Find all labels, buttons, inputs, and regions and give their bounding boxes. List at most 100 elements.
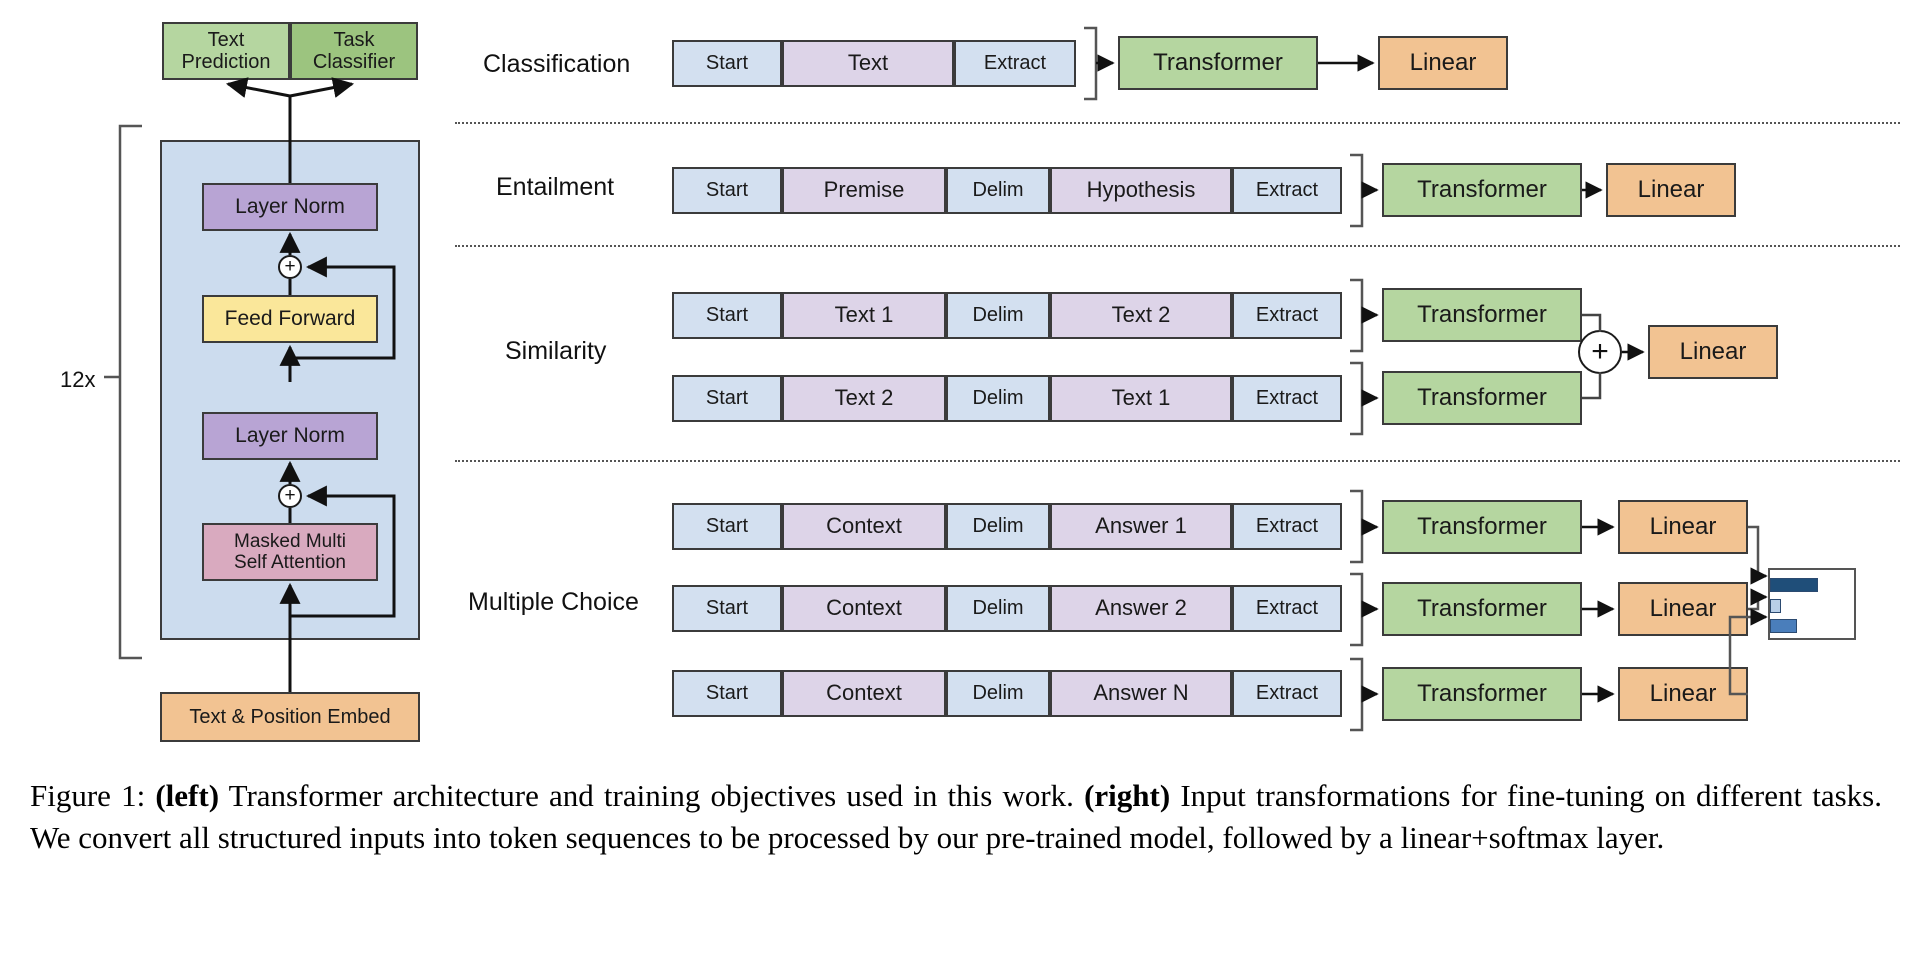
token-answer-2: Answer 2: [1050, 585, 1232, 632]
token-context: Context: [782, 670, 946, 717]
transformer-label: Transformer: [1417, 300, 1547, 328]
token-answer-1: Answer 1: [1050, 503, 1232, 550]
transformer-label: Transformer: [1417, 175, 1547, 203]
linear-entailment: Linear: [1606, 163, 1736, 217]
caption-bold-right: (right): [1084, 778, 1171, 813]
token-label: Text 2: [1111, 302, 1171, 328]
token-label: Start: [705, 52, 749, 75]
token-label: Extract: [1255, 597, 1319, 620]
plus-icon: +: [284, 256, 296, 277]
token-start: Start: [672, 40, 782, 87]
token-label: Text 1: [834, 302, 894, 328]
token-label: Context: [826, 595, 902, 621]
caption-part2: Input transformations for fine-tuning on…: [30, 778, 1882, 855]
token-label: Delim: [972, 179, 1024, 202]
token-answer-n: Answer N: [1050, 670, 1232, 717]
repeat-count-label: 12x: [60, 367, 96, 392]
token-start: Start: [672, 670, 782, 717]
token-premise: Premise: [782, 167, 946, 214]
linear-label: Linear: [1409, 48, 1477, 76]
token-delim: Delim: [946, 585, 1050, 632]
token-label: Text: [847, 50, 889, 76]
token-label: Delim: [972, 515, 1024, 538]
transformer-similarity-2: Transformer: [1382, 371, 1582, 425]
token-text-2: Text 2: [1050, 292, 1232, 339]
token-label: Hypothesis: [1086, 177, 1196, 203]
token-label: Start: [705, 515, 749, 538]
linear-label: Linear: [1649, 679, 1717, 707]
token-text: Text: [782, 40, 954, 87]
token-label: Extract: [1255, 304, 1319, 327]
block-feed-forward: Feed Forward: [202, 295, 378, 343]
section-divider-1: [455, 122, 1900, 124]
token-label: Answer 2: [1095, 595, 1187, 621]
token-delim: Delim: [946, 670, 1050, 717]
block-layer-norm-bottom-label: Layer Norm: [235, 424, 345, 448]
token-start: Start: [672, 503, 782, 550]
caption-prefix: Figure 1:: [30, 778, 146, 813]
block-feed-forward-label: Feed Forward: [224, 307, 356, 331]
plus-icon: +: [284, 485, 296, 506]
linear-choice-2: Linear: [1618, 582, 1748, 636]
transformer-entailment: Transformer: [1382, 163, 1582, 217]
block-layer-norm-top: Layer Norm: [202, 183, 378, 231]
token-context: Context: [782, 585, 946, 632]
token-label: Answer N: [1093, 680, 1189, 706]
token-delim: Delim: [946, 375, 1050, 422]
token-extract: Extract: [1232, 375, 1342, 422]
token-label: Answer 1: [1095, 513, 1187, 539]
linear-choice-n: Linear: [1618, 667, 1748, 721]
linear-similarity: Linear: [1648, 325, 1778, 379]
embedding-label: Text & Position Embed: [189, 705, 391, 728]
token-text-2: Text 2: [782, 375, 946, 422]
task-label-entailment: Entailment: [496, 173, 615, 201]
token-label: Delim: [972, 387, 1024, 410]
residual-add-upper: +: [278, 255, 302, 279]
plus-icon: +: [1591, 335, 1609, 368]
token-label: Premise: [823, 177, 905, 203]
similarity-sum-node: +: [1578, 330, 1622, 374]
linear-label: Linear: [1649, 594, 1717, 622]
block-layer-norm-top-label: Layer Norm: [235, 195, 345, 219]
token-label: Extract: [1255, 682, 1319, 705]
softmax-output-chart: [1768, 568, 1856, 640]
transformer-label: Transformer: [1417, 679, 1547, 707]
linear-label: Linear: [1637, 175, 1705, 203]
token-label: Context: [826, 513, 902, 539]
token-start: Start: [672, 375, 782, 422]
section-divider-2: [455, 245, 1900, 247]
token-text-1: Text 1: [1050, 375, 1232, 422]
residual-add-lower: +: [278, 484, 302, 508]
transformer-label: Transformer: [1153, 48, 1283, 76]
embedding-text-and-position: Text & Position Embed: [160, 692, 420, 742]
transformer-choice-2: Transformer: [1382, 582, 1582, 636]
token-label: Extract: [1255, 515, 1319, 538]
section-divider-3: [455, 460, 1900, 462]
transformer-classification: Transformer: [1118, 36, 1318, 90]
token-label: Delim: [972, 597, 1024, 620]
task-label-similarity: Similarity: [505, 337, 607, 365]
transformer-similarity-1: Transformer: [1382, 288, 1582, 342]
block-layer-norm-bottom: Layer Norm: [202, 412, 378, 460]
task-label-classification: Classification: [483, 50, 631, 78]
token-start: Start: [672, 167, 782, 214]
linear-choice-1: Linear: [1618, 500, 1748, 554]
token-extract: Extract: [954, 40, 1076, 87]
linear-label: Linear: [1679, 337, 1747, 365]
transformer-choice-1: Transformer: [1382, 500, 1582, 554]
task-label-multiple-choice: Multiple Choice: [468, 588, 639, 616]
token-label: Extract: [983, 52, 1047, 75]
token-label: Extract: [1255, 387, 1319, 410]
token-start: Start: [672, 585, 782, 632]
token-label: Extract: [1255, 179, 1319, 202]
transformer-label: Transformer: [1417, 512, 1547, 540]
transformer-choice-n: Transformer: [1382, 667, 1582, 721]
token-start: Start: [672, 292, 782, 339]
softmax-bar-answer-n: [1770, 619, 1797, 633]
softmax-bar-answer-1: [1770, 578, 1818, 592]
